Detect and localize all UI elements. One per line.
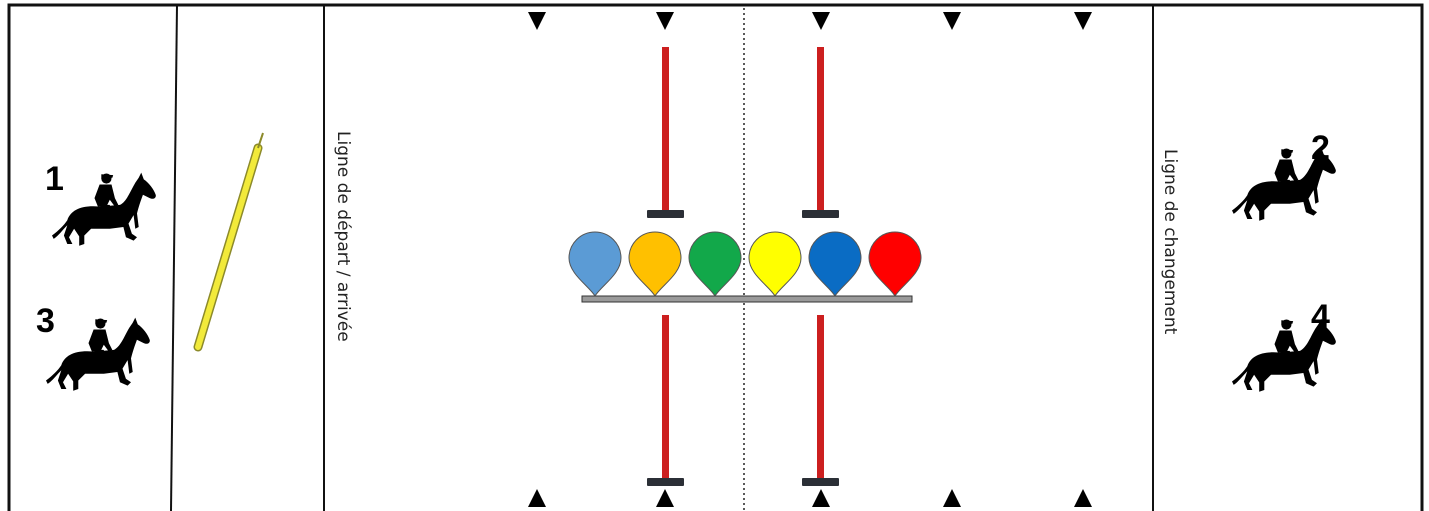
rider-number: 3: [36, 302, 55, 340]
cone-marker-icon: [656, 12, 674, 30]
rider-2: 2: [1232, 129, 1336, 221]
balloon-red-icon: [868, 231, 922, 297]
arena-border: [7, 3, 1424, 511]
cone-marker-icon: [528, 489, 546, 507]
rider-1: 1: [45, 160, 156, 246]
pole-icon: [802, 315, 839, 486]
rider-3: 3: [36, 302, 150, 391]
cone-marker-icon: [1074, 12, 1092, 30]
balloon-yellow-icon: [748, 231, 802, 297]
cone-marker-icon: [943, 489, 961, 507]
balloon-shelf: [581, 295, 913, 303]
rider-number: 4: [1311, 298, 1330, 336]
cone-markers-top: [528, 12, 1092, 30]
baton-icon: [193, 132, 264, 352]
rider-number: 1: [45, 160, 64, 198]
poles: [647, 47, 839, 486]
cone-marker-icon: [656, 489, 674, 507]
waiting-zone-divider: [170, 4, 178, 511]
balloon-light-blue-icon: [568, 231, 622, 297]
pole-icon: [647, 47, 684, 218]
cone-marker-icon: [812, 12, 830, 30]
pole-icon: [647, 315, 684, 486]
cone-marker-icon: [812, 489, 830, 507]
balloon-blue-icon: [808, 231, 862, 297]
cone-marker-icon: [528, 12, 546, 30]
rider-number: 2: [1311, 129, 1330, 167]
change-line-label: Ligne de changement: [1160, 149, 1180, 335]
cone-marker-icon: [943, 12, 961, 30]
horse-rider-icon: [52, 172, 156, 246]
start-finish-label: Ligne de départ / arrivée: [333, 131, 353, 342]
horse-rider-icon: [46, 317, 150, 391]
cone-marker-icon: [1074, 489, 1092, 507]
pole-icon: [802, 47, 839, 218]
balloon-row: [568, 231, 922, 297]
balloon-orange-icon: [628, 231, 682, 297]
cone-markers-bottom: [528, 489, 1092, 507]
rider-4: 4: [1232, 298, 1336, 392]
balloon-green-icon: [688, 231, 742, 297]
